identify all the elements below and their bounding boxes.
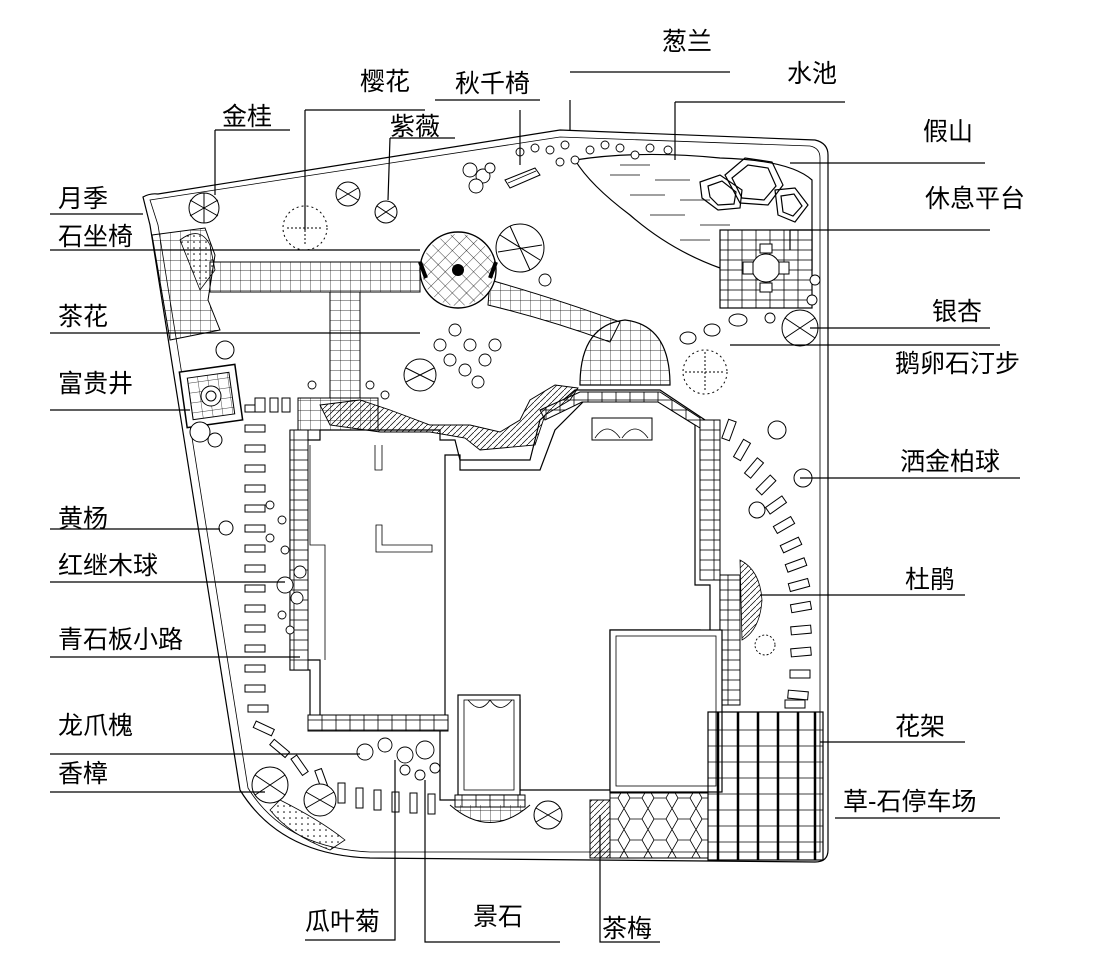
- label-chahua: 茶花: [58, 302, 108, 331]
- label-qingshiban: 青石板小路: [58, 625, 183, 654]
- south-tree: [533, 800, 563, 830]
- juniper-ball: [748, 420, 813, 519]
- label-longzhuahuai: 龙爪槐: [58, 711, 133, 740]
- label-jingshi: 景石: [473, 902, 523, 931]
- label-yinghua: 樱花: [360, 67, 410, 96]
- boxwood: [218, 520, 234, 536]
- zephyranthes-cluster: [515, 140, 673, 167]
- east-stepping-stones: [721, 418, 813, 709]
- rockery: [699, 157, 809, 223]
- north-hatch-paving: [319, 384, 579, 451]
- azalea-bed: [739, 559, 763, 641]
- north-terrace: [297, 397, 379, 431]
- label-dujuan: 杜鹃: [905, 565, 955, 594]
- stone-path-north-south: [329, 291, 361, 399]
- camellia-tree: [403, 358, 437, 392]
- loropetalum-ball: [276, 565, 307, 605]
- sweet-osmanthus-tree: [188, 192, 220, 224]
- camphor-tree: [251, 766, 337, 817]
- small-tree-e: [682, 349, 728, 395]
- pond-water-lines: [610, 164, 730, 241]
- south-gravel: [269, 799, 346, 851]
- shrub-west: [189, 340, 235, 448]
- label-caoshi: 草-石停车场: [843, 787, 976, 816]
- fortune-well: [178, 363, 244, 429]
- rest-platform-table: [742, 243, 790, 293]
- swing-chair: [504, 167, 541, 189]
- label-ziwei: 紫薇: [390, 112, 440, 141]
- large-tree-ne: [495, 223, 545, 273]
- house: [289, 389, 741, 808]
- cineraria-cluster: [399, 762, 441, 781]
- label-fuguijing: 富贵井: [58, 369, 133, 398]
- label-qiuqianyi: 秋千椅: [455, 69, 530, 98]
- label-jinggui: 金桂: [222, 102, 272, 131]
- label-yinxing: 银杏: [932, 297, 982, 326]
- west-stepping-stones: [244, 397, 436, 815]
- stone-path-west: [209, 261, 421, 293]
- label-eluanshi: 鹅卵石汀步: [895, 349, 1020, 378]
- pergola: [707, 711, 824, 861]
- south-arc-paving: [449, 804, 531, 823]
- label-shuichi: 水池: [787, 59, 837, 88]
- label-jiashan: 假山: [923, 117, 973, 146]
- crape-myrtle-tree: [335, 181, 398, 224]
- site-boundary-inner: [149, 136, 821, 853]
- north-bush: [462, 162, 496, 194]
- ginkgo-tree: [781, 309, 819, 347]
- azalea-plant: [754, 634, 776, 656]
- label-huangyang: 黄杨: [58, 504, 108, 533]
- label-xiuxipingtai: 休息平台: [925, 184, 1025, 213]
- label-hongjimu: 红继木球: [58, 551, 158, 580]
- pagoda-tree-cluster: [356, 737, 435, 764]
- label-sajinbai: 洒金柏球: [900, 447, 1000, 476]
- leader-lines: [50, 71, 1020, 943]
- label-guayeju: 瓜叶菊: [305, 907, 380, 936]
- label-chamei: 茶梅: [602, 914, 652, 943]
- grass-stone-parking: [609, 792, 709, 859]
- label-shizuoyi: 石坐椅: [58, 222, 133, 251]
- west-gravel: [179, 233, 216, 291]
- label-conglan: 葱兰: [662, 27, 712, 56]
- camellia-cluster: [433, 323, 502, 389]
- ne-shrubs: [538, 273, 821, 324]
- pebble-stones: [679, 313, 748, 345]
- plant-labels: 葱兰 樱花 秋千椅 水池 金桂 紫薇 假山 月季 休息平台 石坐椅 茶花 银杏 …: [58, 27, 1025, 943]
- label-yueji: 月季: [58, 184, 108, 213]
- site-boundary: [142, 129, 829, 863]
- semicircle-paving: [579, 319, 671, 386]
- label-huajia: 花架: [895, 712, 945, 741]
- west-small-shrubs: [265, 380, 390, 635]
- label-xiangzhang: 香樟: [58, 759, 108, 788]
- shrub-clusters: [265, 140, 821, 781]
- trees: [188, 181, 819, 830]
